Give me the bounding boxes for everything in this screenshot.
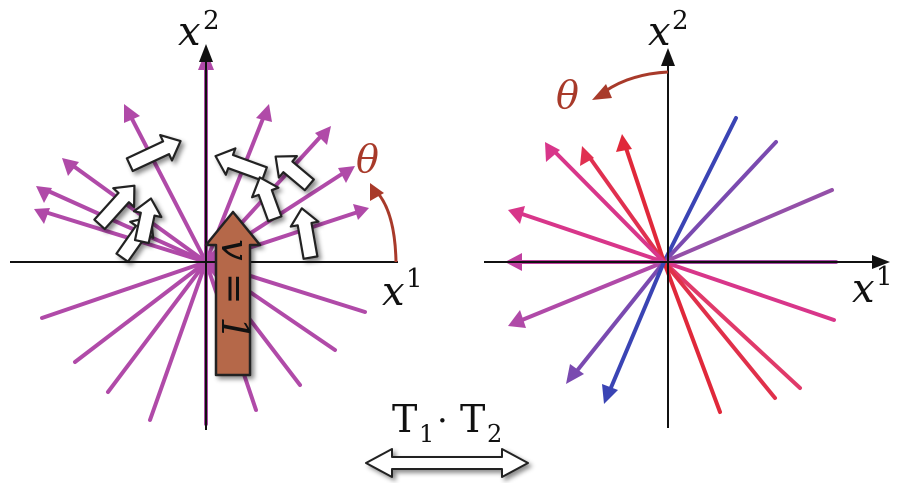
- left-axes: [10, 44, 398, 430]
- left-angle-arrowhead: [370, 183, 384, 201]
- arrowhead: [545, 142, 560, 162]
- right-y-axis-label: x: [648, 9, 671, 55]
- right-angle-label: θ: [556, 73, 579, 117]
- ray: [73, 260, 208, 364]
- white-arrow: [93, 184, 136, 231]
- ray: [662, 260, 722, 414]
- arrowhead: [256, 104, 272, 122]
- arrowhead: [36, 186, 52, 203]
- transform-sub-1: 1: [419, 420, 434, 448]
- right-y-arrowhead: [661, 48, 675, 66]
- boost-arrow: [204, 210, 262, 377]
- ray-arrow: [624, 147, 666, 263]
- left-x-axis-sup: 1: [406, 264, 423, 294]
- ray-arrow: [608, 261, 666, 391]
- right-panel: x 2 x 1 θ: [484, 6, 893, 428]
- right-axes: [484, 48, 890, 428]
- left-panel: v = 1 x 2 x 1 θ: [10, 6, 423, 430]
- double-arrow: [365, 448, 529, 478]
- transform-sub-2: 2: [487, 420, 502, 448]
- ray: [106, 260, 208, 394]
- ray-arrow: [44, 210, 207, 264]
- arrowhead: [124, 104, 140, 123]
- right-x-axis-label: x: [852, 266, 875, 312]
- arrowhead: [508, 206, 525, 224]
- ray: [662, 260, 802, 390]
- white-arrow: [289, 207, 320, 260]
- arrowhead: [580, 146, 594, 166]
- transform-label-t2: T: [460, 397, 485, 441]
- ray-arrow: [574, 260, 666, 374]
- arrowhead: [338, 166, 355, 183]
- white-arrow: [274, 155, 315, 192]
- ray: [662, 116, 738, 264]
- right-angle-arc: [603, 70, 669, 94]
- right-x-arrowhead: [872, 255, 890, 269]
- ray: [662, 188, 834, 264]
- arrowhead: [566, 364, 584, 384]
- left-angle-label: θ: [356, 137, 379, 181]
- right-x-axis-sup: 1: [876, 262, 893, 292]
- ray-arrow: [128, 114, 208, 263]
- left-y-arrowhead: [199, 44, 213, 62]
- right-plain-rays: [662, 116, 838, 414]
- ray-arrow: [588, 156, 666, 264]
- ray-arrow: [70, 163, 208, 264]
- transform-dot: ·: [437, 401, 448, 441]
- left-y-axis-sup: 2: [203, 6, 220, 36]
- arrowhead: [315, 126, 331, 145]
- ray: [148, 260, 208, 422]
- white-arrow: [132, 197, 163, 245]
- arrowhead: [62, 158, 79, 176]
- arrowhead: [616, 134, 632, 152]
- ray: [40, 260, 208, 320]
- transform-group: T 1 · T 2: [365, 397, 529, 478]
- ray-arrow: [521, 212, 665, 264]
- ray: [662, 140, 778, 264]
- white-arrow: [251, 176, 283, 223]
- white-arrow: [125, 133, 182, 173]
- arrowhead: [602, 384, 618, 404]
- left-y-axis-label: x: [178, 9, 201, 55]
- ray-arrow: [553, 150, 666, 264]
- right-angle-arrowhead: [592, 84, 612, 100]
- left-white-arrows: [93, 133, 320, 263]
- arrowhead: [34, 208, 50, 224]
- ray: [662, 260, 777, 400]
- right-y-axis-sup: 2: [672, 6, 689, 36]
- white-arrow: [214, 147, 268, 182]
- left-angle-arc: [373, 188, 398, 263]
- transform-label-t1: T: [392, 397, 417, 441]
- arrowhead: [508, 310, 526, 328]
- arrowhead: [353, 204, 369, 220]
- ray: [662, 260, 836, 322]
- left-x-axis-label: x: [382, 269, 405, 315]
- ray-arrow: [45, 188, 207, 264]
- boost-label: v = 1: [213, 239, 257, 341]
- left-upper-arrows: [34, 50, 369, 264]
- left-lower-rays: [40, 260, 367, 426]
- ray-arrow: [521, 260, 665, 322]
- right-arrow-rays: [505, 134, 666, 404]
